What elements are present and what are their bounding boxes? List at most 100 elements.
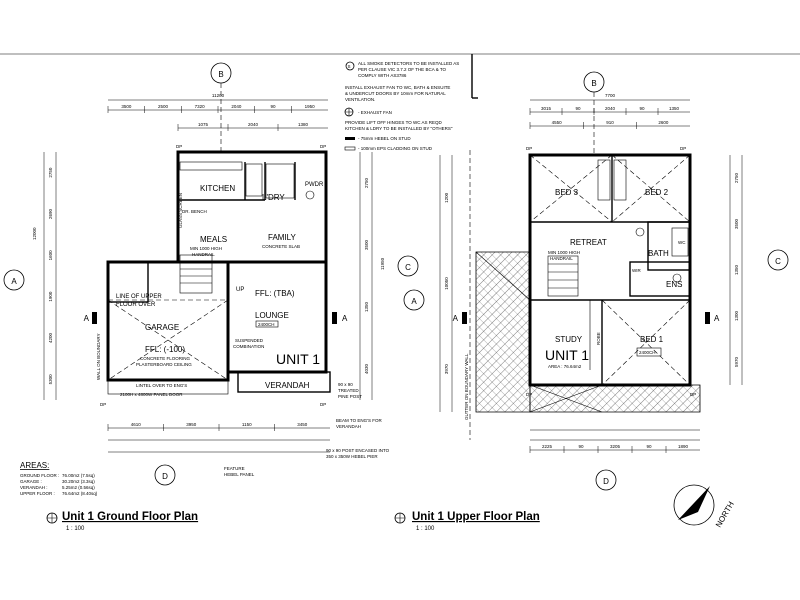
svg-text:FFL: (-100): FFL: (-100) xyxy=(145,345,185,354)
basin-icon xyxy=(635,227,645,237)
svg-text:PINE POST: PINE POST xyxy=(338,394,362,399)
svg-text:A: A xyxy=(453,314,459,323)
dimension-label: 2040 xyxy=(248,122,259,127)
dimension-label: 2040 xyxy=(231,104,242,109)
ground-stairs xyxy=(179,254,213,294)
north-arrow: NORTH xyxy=(673,484,736,529)
svg-text:HEBEL PANEL: HEBEL PANEL xyxy=(224,472,255,477)
dimension-label: 5970 xyxy=(734,356,739,367)
dimension-label: 2690 xyxy=(48,208,53,219)
svg-text:Unit 1 Upper Floor Plan: Unit 1 Upper Floor Plan xyxy=(412,511,540,523)
room-powder: PWDR xyxy=(305,182,324,188)
general-notes: S ALL SMOKE DETECTORS TO BE INSTALLED AS… xyxy=(344,61,459,151)
svg-text:UP: UP xyxy=(236,287,244,293)
dimension-label: 1950 xyxy=(305,104,316,109)
svg-text:90 x 90: 90 x 90 xyxy=(338,382,353,387)
dimension-label: 5300 xyxy=(48,374,53,385)
upper-section-arrow-left xyxy=(462,312,467,324)
svg-text:BEAM TO ENG'S FOR: BEAM TO ENG'S FOR xyxy=(336,418,382,423)
svg-text:350 x 350W HEBEL PIER: 350 x 350W HEBEL PIER xyxy=(326,454,378,459)
dimension-label: 1300 xyxy=(734,310,739,321)
svg-text:A: A xyxy=(714,314,720,323)
svg-text:CONCRETE SLAB: CONCRETE SLAB xyxy=(262,244,300,249)
dimension-label: 1350 xyxy=(734,264,739,275)
ground-top-dimensions: 3500 2500 7320 2040 90 1950 xyxy=(107,104,316,113)
dimension-label: 2040 xyxy=(605,106,616,111)
dimension-label: 2750 xyxy=(48,167,53,178)
dimension-label: 2225 xyxy=(542,444,553,449)
svg-text:- 75mm HEBEL ON STUD: - 75mm HEBEL ON STUD xyxy=(358,136,411,141)
room-laundry: L'DRY xyxy=(262,193,285,202)
dimension-label: 3500 xyxy=(121,104,132,109)
svg-text:VENTILATION.: VENTILATION. xyxy=(345,97,375,102)
eps-legend-swatch xyxy=(344,146,356,151)
dimension-label: 3500 xyxy=(734,218,739,229)
dimension-label: 1075 xyxy=(198,122,209,127)
upper-section-arrow-right xyxy=(705,312,710,324)
svg-text:C: C xyxy=(775,257,781,266)
room-garage: GARAGE xyxy=(145,323,179,332)
room-study: STUDY xyxy=(555,335,583,344)
svg-text:INSTALL EXHAUST FAN TO WC, BAT: INSTALL EXHAUST FAN TO WC, BATH & ENSUIT… xyxy=(345,85,450,90)
dimension-label: 90 xyxy=(270,104,276,109)
svg-text:LINE OF UPPER: LINE OF UPPER xyxy=(116,294,162,300)
dimension-label: 3015 xyxy=(541,106,552,111)
dimension-label: 2750 xyxy=(364,177,369,188)
svg-text:30.20m2 (3.3sq): 30.20m2 (3.3sq) xyxy=(62,479,95,484)
dimension-label: 7320 xyxy=(195,104,206,109)
dimension-label: 1890 xyxy=(678,444,689,449)
svg-text:COMPLY WITH AS3786: COMPLY WITH AS3786 xyxy=(358,73,407,78)
svg-text:VERANDAH :: VERANDAH : xyxy=(20,485,48,490)
svg-text:DP: DP xyxy=(176,144,182,149)
grid-marker-c-upper xyxy=(767,249,789,271)
section-arrow-left xyxy=(92,312,97,324)
dimension-label: 10050 xyxy=(444,277,449,290)
svg-text:GLASS SCREEN: GLASS SCREEN xyxy=(178,193,183,228)
svg-text:WC: WC xyxy=(678,240,686,245)
svg-text:WIR: WIR xyxy=(632,268,641,273)
unit-label-ground: UNIT 1 xyxy=(276,351,320,367)
svg-text:FLOOR OVER: FLOOR OVER xyxy=(116,302,156,308)
svg-text:SUSPENDED: SUSPENDED xyxy=(235,338,264,343)
hebel-legend-swatch xyxy=(345,137,355,140)
robe-bed3 xyxy=(597,159,611,201)
room-bath: BATH xyxy=(648,249,669,258)
svg-text:76.64m2 (8.40sq): 76.64m2 (8.40sq) xyxy=(62,491,98,496)
grid-marker-a-ground xyxy=(3,269,25,291)
svg-text:DP: DP xyxy=(100,402,106,407)
svg-text:GUTTER ON BOUNDARY WALL: GUTTER ON BOUNDARY WALL xyxy=(464,353,469,420)
svg-text:DP: DP xyxy=(320,402,326,407)
grid-marker-c-ground xyxy=(397,255,419,277)
garage-door xyxy=(107,379,229,395)
svg-text:A: A xyxy=(11,277,17,286)
dimension-label: 2500 xyxy=(158,104,169,109)
svg-text:B: B xyxy=(591,79,596,88)
svg-text:D: D xyxy=(162,472,168,481)
dimension-label: 90 xyxy=(578,444,584,449)
upper-plan-title: Unit 1 Upper Floor Plan 1 : 100 xyxy=(394,511,540,532)
dimension-label: 1350 xyxy=(669,106,680,111)
svg-text:& UNDERCUT DOORS BY 10mm FOR N: & UNDERCUT DOORS BY 10mm FOR NATURAL xyxy=(345,91,446,96)
robe-bed2 xyxy=(613,159,627,201)
svg-text:UPPER FLOOR :: UPPER FLOOR : xyxy=(20,491,55,496)
svg-text:VERANDAH: VERANDAH xyxy=(336,424,361,429)
dimension-label: 4610 xyxy=(131,422,142,427)
svg-text:COMBINATION: COMBINATION xyxy=(233,344,264,349)
dimension-label: 90 xyxy=(646,444,652,449)
room-bed2: BED 2 xyxy=(645,188,669,197)
svg-text:LINTEL OVER TO ENG'S: LINTEL OVER TO ENG'S xyxy=(136,383,187,388)
svg-text:DP: DP xyxy=(690,392,696,397)
svg-text:AREAS:: AREAS: xyxy=(20,461,49,470)
dimension-label: 1150 xyxy=(242,422,252,427)
svg-text:DR. BENCH: DR. BENCH xyxy=(182,209,207,214)
svg-text:PLASTERBOARD CEILING: PLASTERBOARD CEILING xyxy=(136,362,192,367)
dimension-label: 3450 xyxy=(297,422,308,427)
svg-text:WALL ON BOUNDARY: WALL ON BOUNDARY xyxy=(96,333,101,380)
dimension-label: 1600 xyxy=(48,250,53,261)
